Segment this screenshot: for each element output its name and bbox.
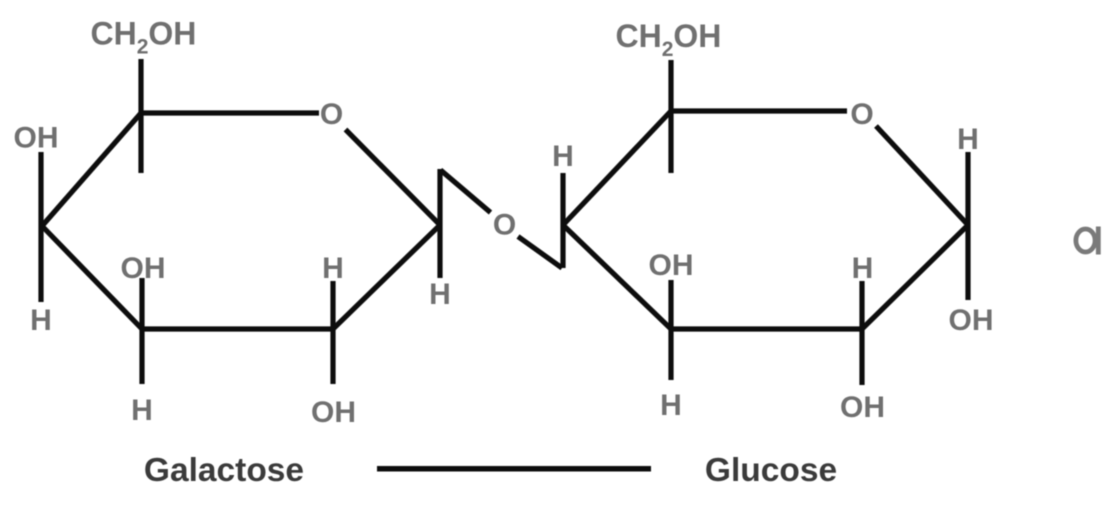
svg-text:O: O [493,209,516,242]
svg-text:Galactose: Galactose [144,452,304,489]
svg-text:CH2OH: CH2OH [616,18,722,61]
svg-text:OH: OH [949,304,994,337]
svg-text:H: H [552,140,574,173]
svg-text:O: O [320,98,343,131]
svg-text:H: H [131,394,153,427]
svg-text:OH: OH [840,391,885,424]
svg-text:H: H [660,389,682,422]
svg-text:OH: OH [14,122,59,155]
svg-text:H: H [852,252,874,285]
svg-text:OH: OH [649,249,694,282]
svg-text:OH: OH [311,396,356,429]
svg-text:H: H [429,278,451,311]
svg-text:O: O [850,98,873,131]
svg-text:OH: OH [121,252,166,285]
svg-text:H: H [322,252,344,285]
svg-text:Glucose: Glucose [705,452,837,489]
svg-text:H: H [957,123,979,156]
svg-text:H: H [30,304,52,337]
